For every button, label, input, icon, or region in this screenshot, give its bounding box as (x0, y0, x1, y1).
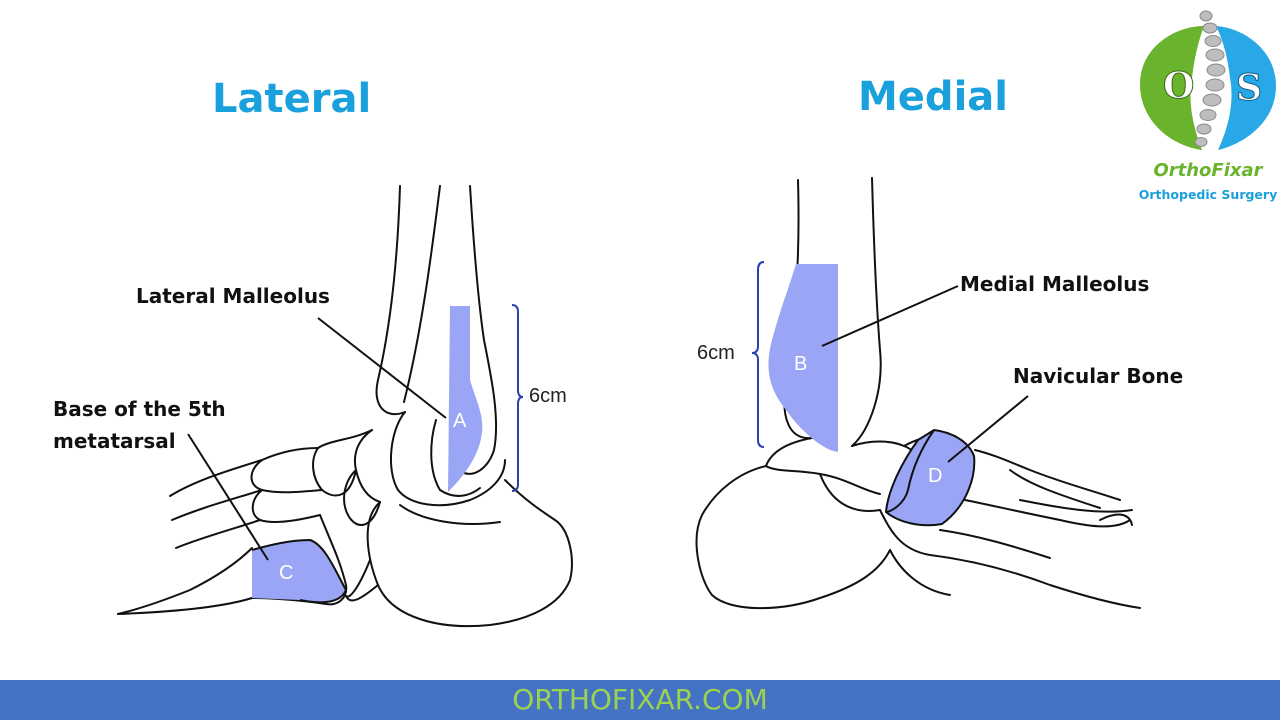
region-d-highlight (884, 428, 976, 527)
lateral-malleolus-label: Lateral Malleolus (136, 284, 330, 308)
region-c-label: C (279, 562, 294, 584)
orthofixar-logo: O S OrthoFixar Orthopedic Surgery (1136, 4, 1280, 210)
logo-name: OrthoFixar (1153, 160, 1263, 181)
navicular-bone-label: Navicular Bone (1013, 364, 1184, 388)
medial-view-title: Medial (858, 74, 1008, 120)
lateral-malleolus-leader (317, 317, 447, 419)
region-a-highlight (448, 306, 483, 492)
logo-subtitle: Orthopedic Surgery (1138, 187, 1278, 202)
region-d-label: D (928, 465, 943, 487)
medial-6cm-bracket (751, 261, 765, 448)
base-5th-metatarsal-label-line2: metatarsal (53, 429, 176, 453)
lateral-view-title: Lateral (212, 76, 372, 122)
logo-letter-o: O (1163, 65, 1194, 107)
base-5th-metatarsal-label-line1: Base of the 5th (53, 397, 226, 421)
region-a-label: A (453, 410, 467, 432)
medial-6cm-label: 6cm (697, 342, 735, 364)
medial-malleolus-label: Medial Malleolus (960, 272, 1150, 296)
logo-letter-s: S (1236, 67, 1262, 109)
medial-foot-drawing (695, 177, 1141, 610)
lateral-6cm-label: 6cm (529, 385, 567, 407)
region-b-highlight (768, 264, 838, 452)
footer-website-link[interactable]: ORTHOFIXAR.COM (512, 683, 768, 716)
navicular-leader (947, 395, 1029, 463)
footer-banner: ORTHOFIXAR.COM (0, 680, 1280, 720)
medial-malleolus-leader (821, 285, 959, 347)
region-c-highlight (252, 540, 346, 603)
region-b-label: B (794, 353, 808, 375)
base-5th-metatarsal-leader (187, 433, 269, 561)
lateral-6cm-bracket (511, 304, 524, 492)
logo-emblem-icon: O S (1140, 10, 1276, 150)
